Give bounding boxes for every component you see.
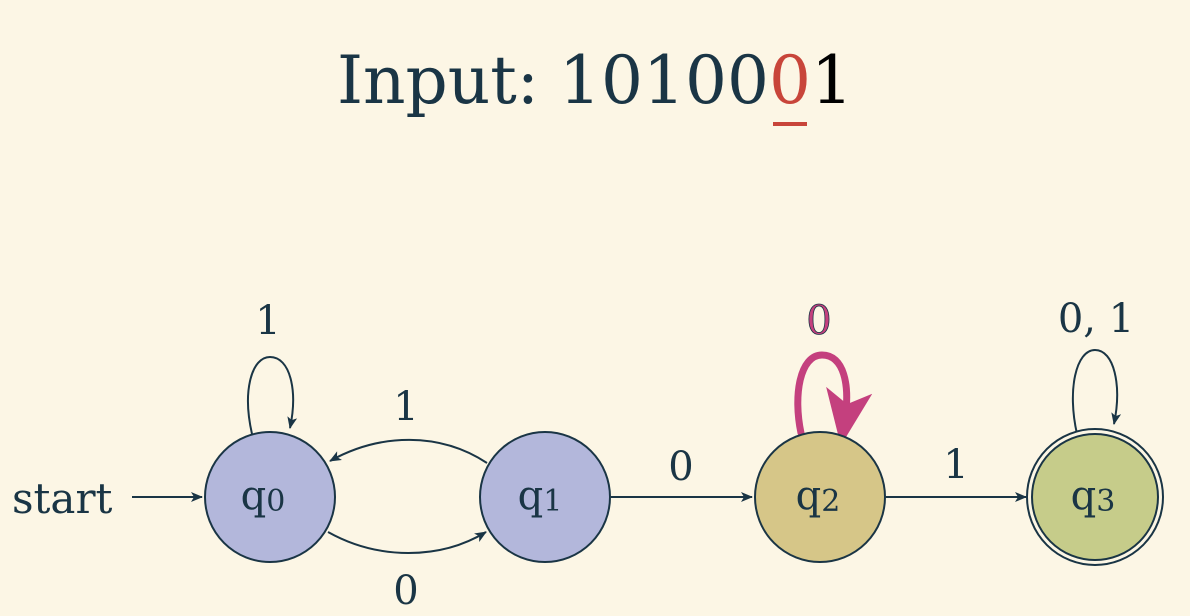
state-q3-accepting[interactable]: q3 [1026,428,1164,566]
transition-q1-q0: 1 [329,384,488,464]
transition-label: 1 [255,298,280,344]
input-digit-1: 1 [559,42,602,119]
transition-q0-q1: 0 [327,531,487,614]
transition-q3-q3: 0, 1 [1058,296,1134,435]
transition-q2-q2-active: 0 [794,298,873,446]
transition-q0-q0: 1 [247,298,298,435]
input-digit-3: 1 [643,42,686,119]
transition-q2-q3: 1 [886,442,1027,502]
transition-label: 1 [943,442,968,488]
transition-label: 0, 1 [1058,296,1134,342]
state-label: q3 [1071,473,1116,519]
state-label: q2 [796,473,841,519]
transition-q1-q2: 0 [611,444,753,502]
input-label: Input: [336,42,540,119]
transition-label: 0 [668,444,693,490]
input-digit-2: 0 [601,42,644,119]
transition-label: 0 [393,568,418,614]
state-q0[interactable]: q0 [204,431,336,563]
input-digit-5: 0 [727,42,770,119]
input-digit-current: 0 [769,36,811,126]
input-digit-7: 1 [811,42,854,119]
input-digit-4: 0 [685,42,728,119]
state-label: q0 [241,473,286,519]
start-arrow: start [12,474,203,523]
state-label: q1 [518,473,563,519]
transition-label-active: 0 [806,298,831,344]
transition-label: 1 [393,384,418,430]
state-q2-active[interactable]: q2 [754,431,886,563]
input-string-title: Input:1010001 [0,36,1190,126]
state-q1[interactable]: q1 [479,431,611,563]
start-label: start [12,474,113,523]
